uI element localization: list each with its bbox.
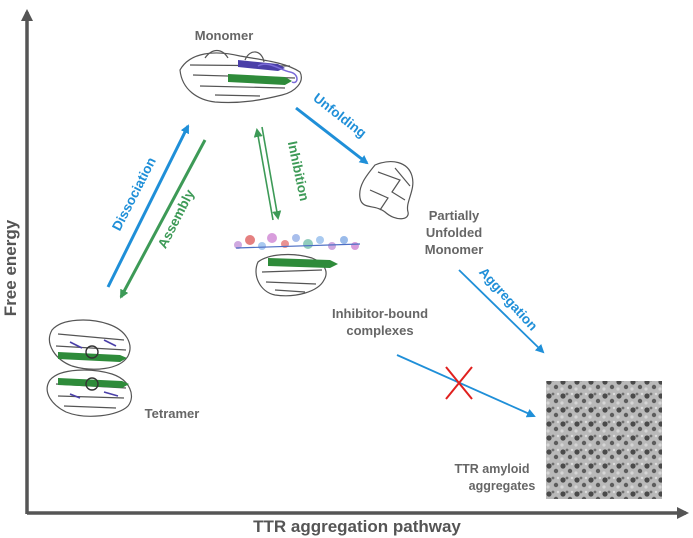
unfolding-label: Unfolding	[310, 90, 369, 141]
inhibitor-molecules	[234, 233, 361, 250]
tetramer-structure	[46, 319, 133, 417]
x-axis-label: TTR aggregation pathway	[253, 517, 461, 536]
blocked-aggregation-arrow	[396, 354, 536, 418]
aggregation-arrow	[458, 269, 545, 354]
unfolding-arrow	[295, 106, 369, 165]
partially-unfolded-label-line2: Unfolded	[426, 225, 482, 240]
tetramer-label: Tetramer	[145, 406, 200, 421]
inhibition-arrow-down	[261, 126, 282, 220]
inhibition-arrow-up	[253, 128, 274, 221]
inhibitor-bound-label-line1: Inhibitor-bound	[332, 306, 428, 321]
amyloid-label-line2: aggregates	[469, 479, 536, 493]
dissociation-arrow	[106, 124, 190, 288]
y-axis-label: Free energy	[1, 219, 20, 316]
aggregation-label: Aggregation	[476, 264, 540, 333]
partially-unfolded-structure	[359, 161, 414, 220]
amyloid-micrograph	[546, 381, 662, 499]
inhibitor-bound-structure	[234, 233, 361, 297]
dissociation-label: Dissociation	[109, 155, 159, 233]
amyloid-label-line1: TTR amyloid	[454, 462, 529, 476]
inhibition-label: Inhibition	[285, 140, 312, 203]
partially-unfolded-label-line3: Monomer	[425, 242, 484, 257]
blocked-x-mark	[445, 366, 473, 400]
partially-unfolded-label-line1: Partially	[429, 208, 480, 223]
monomer-label: Monomer	[195, 28, 254, 43]
assembly-arrow	[119, 139, 207, 299]
monomer-structure	[179, 49, 302, 104]
inhibitor-bound-label-line2: complexes	[346, 323, 413, 338]
